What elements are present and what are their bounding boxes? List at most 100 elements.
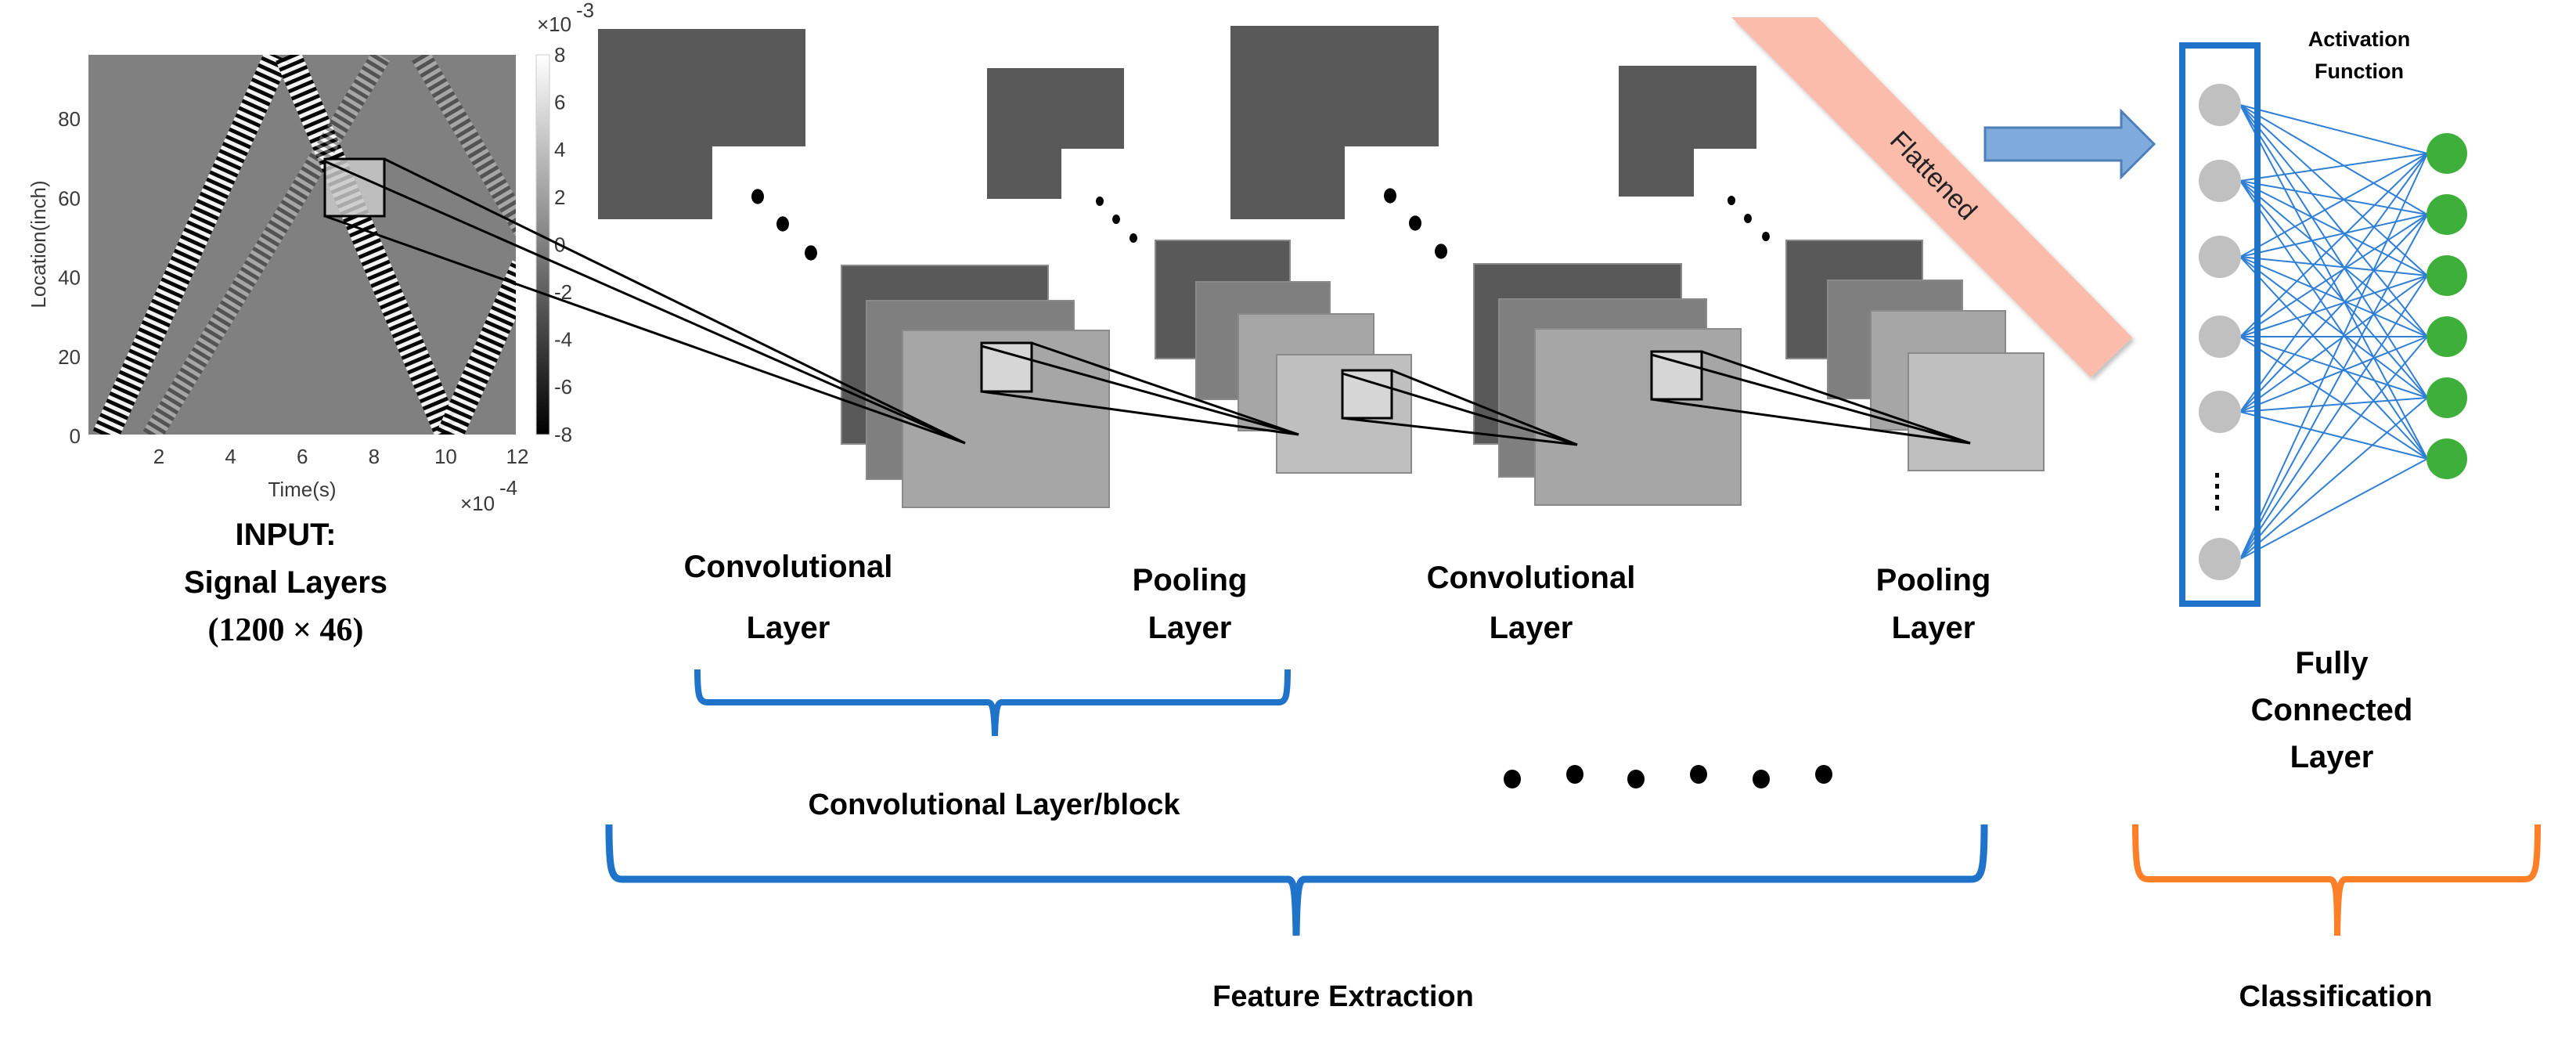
connection-line [2239, 336, 2428, 413]
input-neuron [2199, 391, 2241, 433]
receptive-field-box [1341, 369, 1393, 420]
filter-kernel [1230, 26, 1439, 219]
ellipsis-dot [1627, 770, 1645, 788]
wave-band [92, 55, 290, 435]
filter-kernel [987, 68, 1124, 199]
wave-band-light [276, 55, 462, 435]
x-tick-label: 2 [153, 445, 164, 468]
ellipsis-dot [1762, 232, 1770, 241]
input-label-line2: Signal Layers [184, 565, 387, 600]
ellipsis-dot [776, 216, 789, 232]
wave-band-light [412, 55, 516, 237]
connection-line [2239, 153, 2428, 413]
connection-line [2239, 411, 2428, 460]
projection-line [981, 390, 1299, 436]
output-neuron [2426, 316, 2467, 357]
fully-connected-network [2199, 84, 2467, 580]
output-neuron [2426, 133, 2467, 174]
colorbar-tick-label: 6 [554, 91, 565, 114]
conv-layer-2-label-line2: Layer [1490, 611, 1573, 645]
filter-kernel [1619, 66, 1756, 197]
classification-brace [2132, 824, 2541, 936]
flatten-arrow-icon [1983, 108, 2156, 180]
x-axis-label: Time(s) [268, 478, 336, 501]
conv-layer-1-label-line1: Convolutional [684, 550, 893, 584]
x-tick-label: 4 [225, 445, 236, 468]
vertical-ellipsis-dot [2215, 484, 2219, 489]
fc-label-line1: Fully [2295, 646, 2369, 680]
ellipsis-dot [1690, 765, 1707, 784]
y-axis-label: Location(inch) [27, 180, 50, 308]
ellipsis-dot [1566, 765, 1583, 784]
y-tick-label: 20 [58, 345, 81, 369]
feature-map [1534, 328, 1742, 506]
projection-line [324, 160, 966, 445]
connection-line [2239, 180, 2428, 215]
wave-band-light [92, 55, 290, 435]
feature-map [1908, 352, 2045, 471]
x-tick-label: 12 [506, 445, 529, 468]
wave-band [142, 55, 391, 435]
flattened-vector-box [2179, 42, 2261, 607]
more-blocks-ellipsis [1504, 765, 1832, 788]
projection-line [1342, 417, 1578, 446]
vertical-ellipsis-dot [2215, 473, 2219, 478]
receptive-field-box [323, 157, 386, 218]
activation-label-line2: Function [2315, 60, 2404, 83]
projection-line [1651, 353, 1971, 445]
ellipsis-dot [805, 245, 817, 261]
connection-line [2239, 275, 2428, 413]
ellipsis-dot [1384, 188, 1396, 204]
y-tick-label: 80 [58, 107, 81, 131]
ellipsis-dot [1815, 765, 1832, 784]
projection-line [1701, 350, 1971, 445]
filter-kernels [598, 26, 1756, 219]
ellipsis-dot [1728, 196, 1735, 205]
conv-block-brace [694, 669, 1291, 737]
output-neuron [2426, 194, 2467, 235]
receptive-field-box [980, 341, 1033, 393]
colorbar [535, 54, 550, 435]
receptive-field-lines [324, 157, 1971, 446]
colorbar-tick-label: -6 [554, 375, 572, 399]
activation-label-line1: Activation [2308, 27, 2411, 51]
colorbar-tick-label: 2 [554, 186, 565, 209]
conv-layer-2-label-line1: Convolutional [1427, 561, 1636, 595]
connection-line [2239, 104, 2428, 154]
pool-layer-1-label-line2: Layer [1148, 611, 1232, 645]
x-tick-label: 8 [369, 445, 380, 468]
wave-band [276, 55, 462, 435]
connection-line [2239, 214, 2428, 337]
y-tick-label: 40 [58, 266, 81, 290]
input-neuron [2199, 316, 2241, 358]
projection-line [1342, 372, 1578, 446]
connection-line [2239, 153, 2428, 560]
wave-band-light [437, 260, 516, 435]
projection-line [324, 215, 966, 445]
y-tick-label: 60 [58, 186, 81, 210]
projection-line [384, 157, 966, 445]
connection-line [2239, 397, 2428, 560]
connection-line [2239, 153, 2428, 337]
connection-line [2239, 214, 2428, 560]
connection-line [2239, 180, 2428, 276]
ellipsis-dot [1129, 233, 1137, 243]
input-neuron [2199, 84, 2241, 126]
projection-line [1031, 341, 1299, 436]
fc-label-line3: Layer [2290, 740, 2374, 774]
connection-line [2239, 458, 2428, 560]
ellipsis-dot [1504, 770, 1521, 788]
filter-kernel [598, 29, 805, 219]
colorbar-tick-label: -8 [554, 423, 572, 446]
pool-layer-2-label-line2: Layer [1892, 611, 1976, 645]
ellipsis-dot [1753, 770, 1770, 788]
x-tick-label: 10 [434, 445, 457, 468]
x-multiplier: ×10 [460, 492, 495, 515]
conv-block-label: Convolutional Layer/block [808, 788, 1180, 821]
projection-line [1651, 398, 1971, 445]
projection-line [1391, 369, 1578, 446]
